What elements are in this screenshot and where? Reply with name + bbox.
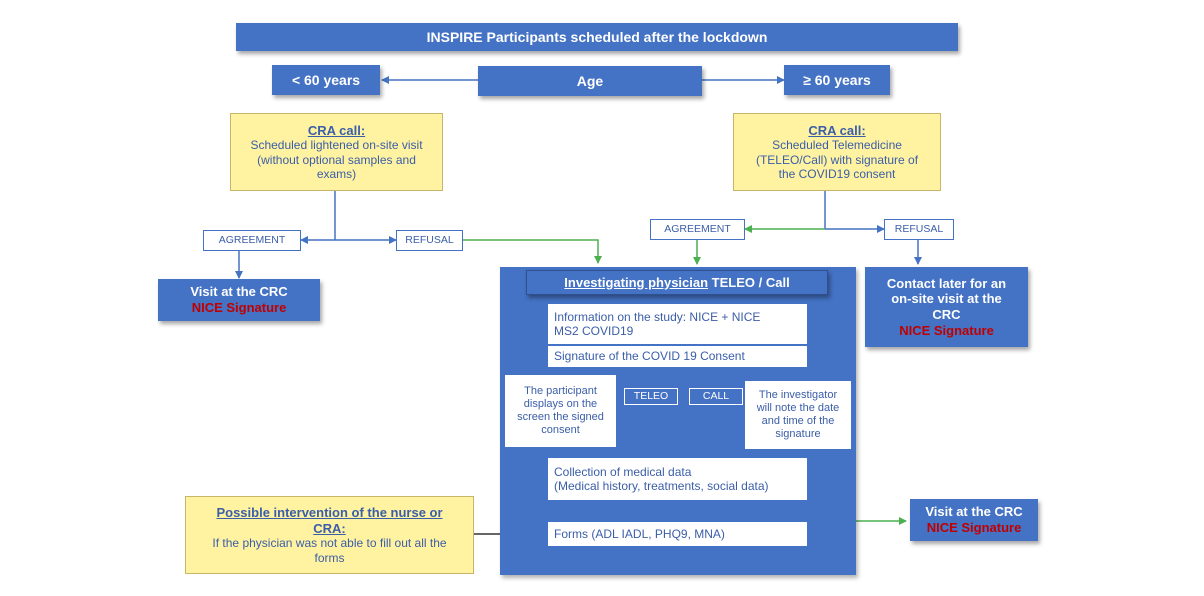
refusal-right-label: REFUSAL [884, 219, 954, 240]
participant-line: consent [541, 424, 580, 437]
age-box: Age [478, 66, 702, 96]
refusal-left-label: REFUSAL [396, 230, 463, 251]
refusal-to-physician-arrow [463, 239, 602, 264]
investigator-line: and time of the [761, 415, 835, 427]
over-60-label: ≥ 60 years [803, 71, 871, 88]
contact-later-box: Contact later for an on-site visit at th… [865, 267, 1028, 347]
participant-line: The participant [524, 384, 597, 397]
teleo-box: TELEO [624, 388, 678, 405]
cra-right-line: (TELEO/Call) with signature of [755, 152, 919, 167]
participant-line: displays on the [523, 397, 598, 410]
under-60-box: < 60 years [272, 65, 380, 95]
medical-data-line: Collection of medical data [554, 464, 692, 479]
teleo-label: TELEO [633, 390, 669, 403]
forms-box: Forms (ADL IADL, PHQ9, MNA) [548, 522, 807, 546]
physician-heading-underlined: Investigating physician [564, 274, 709, 290]
under-60-label: < 60 years [291, 71, 361, 88]
nurse-heading-line: Possible intervention of the nurse or [216, 505, 443, 521]
refusal-right-text: REFUSAL [894, 223, 944, 236]
age-label: Age [576, 72, 604, 89]
study-info-line: Information on the study: NICE + NICE [554, 309, 761, 324]
cra-left-line: (without optional samples and [257, 152, 416, 167]
study-info-box: Information on the study: NICE + NICE MS… [548, 304, 807, 344]
participant-line: screen the signed [517, 411, 604, 423]
refusal-left-text: REFUSAL [405, 234, 454, 247]
agreement-right-label: AGREEMENT [650, 219, 745, 240]
cra-right-line: Scheduled Telemedicine [772, 138, 902, 153]
cra-left-line: exams) [316, 166, 357, 181]
visit-right-signature: NICE Signature [926, 520, 1022, 535]
physician-heading-box: Investigating physician TELEO / Call [526, 270, 828, 295]
forms-text: Forms (ADL IADL, PHQ9, MNA) [554, 526, 725, 541]
title-banner: INSPIRE Participants scheduled after the… [236, 23, 958, 51]
visit-left-line1: Visit at the CRC [190, 284, 288, 300]
visit-crc-left: Visit at the CRC NICE Signature [158, 279, 320, 321]
contact-signature: NICE Signature [899, 322, 994, 338]
cra-call-right: CRA call: Scheduled Telemedicine (TELEO/… [733, 113, 941, 191]
cra-left-heading: CRA call: [307, 122, 366, 138]
agreement-left-label: AGREEMENT [203, 230, 301, 251]
cra-right-line: the COVID19 consent [778, 166, 896, 181]
medical-data-box: Collection of medical data (Medical hist… [548, 458, 807, 500]
physician-heading-rest: TELEO / Call [708, 274, 790, 290]
cra-call-left: CRA call: Scheduled lightened on-site vi… [230, 113, 443, 191]
visit-right-line1: Visit at the CRC [925, 504, 1023, 520]
call-box: CALL [689, 388, 743, 405]
visit-left-signature: NICE Signature [191, 300, 287, 315]
cra-right-heading: CRA call: [808, 122, 866, 138]
cra-left-line: Scheduled lightened on-site visit [250, 138, 423, 153]
consent-signature-box: Signature of the COVID 19 Consent [548, 346, 807, 367]
nurse-heading-line: CRA: [313, 520, 346, 536]
investigator-line: signature [775, 428, 821, 441]
agreement-left-text: AGREEMENT [218, 234, 286, 247]
medical-data-line: (Medical history, treatments, social dat… [554, 479, 769, 493]
nurse-intervention-box: Possible intervention of the nurse or CR… [185, 496, 474, 574]
nurse-line: If the physician was not able to fill ou… [212, 536, 447, 551]
participant-box: The participant displays on the screen t… [505, 375, 616, 447]
investigator-line: will note the date [756, 401, 840, 414]
diagram-title: INSPIRE Participants scheduled after the… [426, 28, 768, 45]
contact-line: on-site visit at the [891, 291, 1002, 307]
investigator-line: The investigator [758, 388, 838, 401]
call-label: CALL [702, 390, 730, 403]
visit-crc-right: Visit at the CRC NICE Signature [910, 499, 1038, 541]
agreement-right-text: AGREEMENT [664, 223, 731, 236]
study-info-line: MS2 COVID19 [554, 324, 634, 338]
nurse-line: forms [314, 550, 345, 565]
consent-signature-text: Signature of the COVID 19 Consent [554, 349, 745, 364]
over-60-box: ≥ 60 years [784, 65, 890, 95]
contact-line: CRC [932, 307, 961, 322]
investigator-box: The investigator will note the date and … [745, 381, 851, 449]
contact-line: Contact later for an [886, 275, 1007, 291]
